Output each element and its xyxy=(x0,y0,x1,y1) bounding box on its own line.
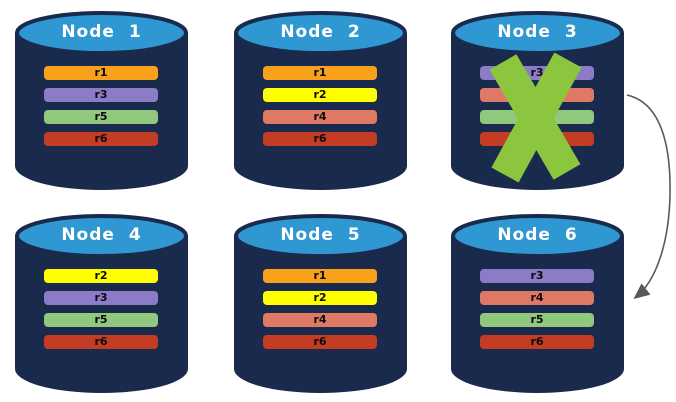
shard-label: r6 xyxy=(313,132,327,145)
node-1: Node 1 r1 r3 r5 r6 xyxy=(13,9,190,193)
shard-bar: r5 xyxy=(480,313,594,327)
node-title: Node 5 xyxy=(280,225,361,245)
shard-list: r1 r2 r4 r6 xyxy=(263,269,377,357)
shard-label: r5 xyxy=(94,313,108,326)
shard-bar: r6 xyxy=(263,132,377,146)
node-6: Node 6 r3 r4 r5 r6 xyxy=(449,212,626,396)
replication-arrow-icon xyxy=(626,94,671,300)
shard-bar: r6 xyxy=(480,335,594,349)
shard-bar: r6 xyxy=(44,335,158,349)
shard-label: r2 xyxy=(313,88,327,101)
shard-list: r1 r3 r5 r6 xyxy=(44,66,158,154)
shard-label: r3 xyxy=(94,88,108,101)
shard-bar: r4 xyxy=(263,313,377,327)
node-title: Node 3 xyxy=(497,22,578,42)
shard-bar: r3 xyxy=(44,88,158,102)
shard-bar: r6 xyxy=(263,335,377,349)
shard-label: r5 xyxy=(530,313,544,326)
shard-bar: r1 xyxy=(263,66,377,80)
shard-label: r4 xyxy=(530,291,544,304)
shard-bar: r4 xyxy=(263,110,377,124)
shard-label: r1 xyxy=(313,66,327,79)
failure-x-icon xyxy=(489,52,582,183)
shard-bar: r2 xyxy=(44,269,158,283)
node-5: Node 5 r1 r2 r4 r6 xyxy=(232,212,409,396)
shard-bar: r5 xyxy=(44,313,158,327)
shard-bar: r3 xyxy=(480,269,594,283)
node-title: Node 6 xyxy=(497,225,578,245)
node-title: Node 2 xyxy=(280,22,361,42)
shard-label: r6 xyxy=(94,132,108,145)
shard-bar: r5 xyxy=(44,110,158,124)
shard-label: r2 xyxy=(94,269,108,282)
shard-label: r5 xyxy=(94,110,108,123)
node-title: Node 4 xyxy=(61,225,142,245)
shard-bar: r6 xyxy=(44,132,158,146)
shard-label: r6 xyxy=(94,335,108,348)
shard-label: r3 xyxy=(530,269,544,282)
node-2: Node 2 r1 r2 r4 r6 xyxy=(232,9,409,193)
shard-bar: r4 xyxy=(480,291,594,305)
shard-label: r2 xyxy=(313,291,327,304)
shard-label: r3 xyxy=(530,66,544,79)
shard-label: r3 xyxy=(94,291,108,304)
shard-label: r4 xyxy=(313,313,327,326)
shard-list: r1 r2 r4 r6 xyxy=(263,66,377,154)
node-title: Node 1 xyxy=(61,22,142,42)
shard-label: r4 xyxy=(313,110,327,123)
shard-label: r6 xyxy=(530,335,544,348)
shard-label: r1 xyxy=(313,269,327,282)
shard-label: r1 xyxy=(94,66,108,79)
shard-list: r2 r3 r5 r6 xyxy=(44,269,158,357)
shard-label: r6 xyxy=(313,335,327,348)
node-4: Node 4 r2 r3 r5 r6 xyxy=(13,212,190,396)
shard-bar: r2 xyxy=(263,291,377,305)
shard-bar: r3 xyxy=(44,291,158,305)
shard-bar: r1 xyxy=(263,269,377,283)
shard-bar: r1 xyxy=(44,66,158,80)
shard-list: r3 r4 r5 r6 xyxy=(480,269,594,357)
shard-bar: r2 xyxy=(263,88,377,102)
